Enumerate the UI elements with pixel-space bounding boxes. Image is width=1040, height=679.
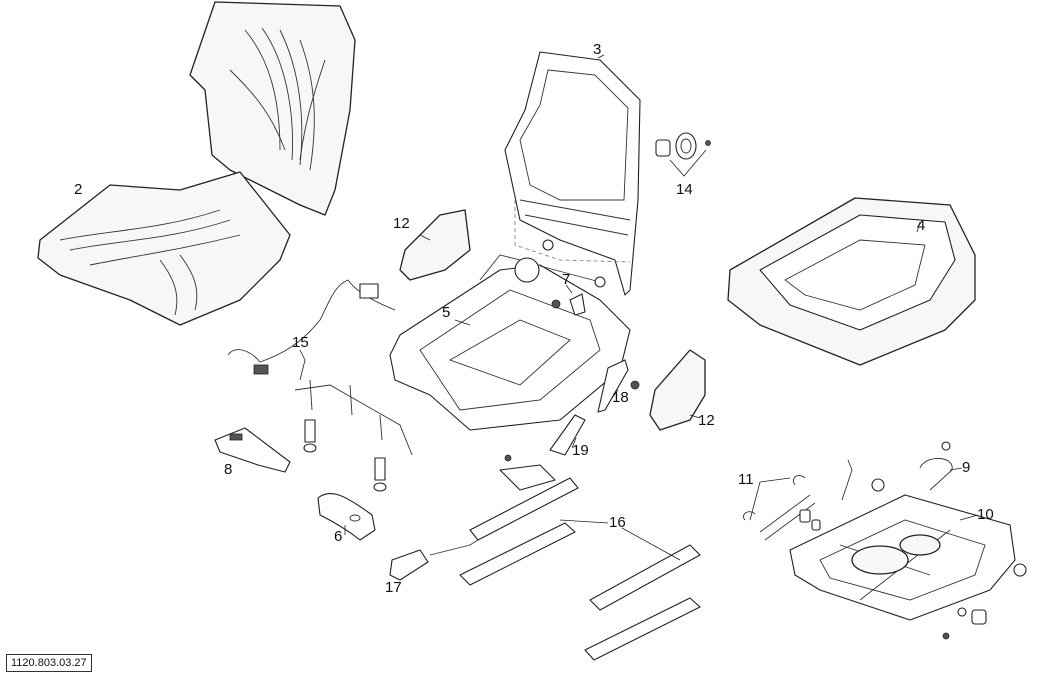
suspension-base[interactable] bbox=[789, 494, 1027, 640]
trim-piece[interactable] bbox=[549, 414, 586, 456]
end-cap[interactable] bbox=[389, 549, 429, 581]
slide-rail-left[interactable] bbox=[429, 454, 579, 586]
bolt-set[interactable] bbox=[514, 239, 606, 316]
callout-18: 18 bbox=[612, 389, 629, 406]
callout-19: 19 bbox=[572, 442, 589, 459]
linkage-rod[interactable] bbox=[294, 379, 413, 492]
drawing-reference-number: 1120.803.03.27 bbox=[6, 654, 92, 672]
seat-frame[interactable] bbox=[389, 254, 631, 431]
callout-12-upper: 12 bbox=[393, 215, 410, 232]
backrest-cushion[interactable] bbox=[189, 1, 356, 216]
backrest-frame[interactable] bbox=[504, 51, 641, 296]
lever-block[interactable] bbox=[214, 427, 291, 473]
handle[interactable] bbox=[317, 492, 376, 541]
callout-17: 17 bbox=[385, 579, 402, 596]
callout-6: 6 bbox=[334, 528, 343, 545]
callout-15: 15 bbox=[292, 334, 309, 351]
release-lever[interactable] bbox=[597, 359, 640, 413]
callout-8: 8 bbox=[224, 461, 233, 478]
callout-14: 14 bbox=[676, 181, 693, 198]
callout-2: 2 bbox=[74, 181, 83, 198]
seat-pan[interactable] bbox=[727, 197, 976, 366]
adjust-knob-set[interactable] bbox=[655, 132, 711, 160]
wire-harness[interactable] bbox=[227, 279, 396, 375]
slide-rail-right[interactable] bbox=[584, 544, 701, 661]
side-cover-upper[interactable] bbox=[399, 209, 471, 281]
callout-11: 11 bbox=[738, 471, 754, 488]
link-kit[interactable] bbox=[743, 475, 821, 541]
hook-bracket[interactable] bbox=[841, 441, 953, 501]
callout-9: 9 bbox=[962, 459, 971, 476]
callout-16: 16 bbox=[609, 514, 626, 531]
side-cover-lower[interactable] bbox=[649, 349, 706, 431]
callout-3: 3 bbox=[593, 41, 602, 58]
callout-10: 10 bbox=[977, 506, 994, 523]
callout-7: 7 bbox=[562, 271, 571, 288]
callout-12-lower: 12 bbox=[698, 412, 715, 429]
leader-lines bbox=[299, 54, 979, 561]
seat-cushion[interactable] bbox=[37, 171, 291, 326]
callout-5: 5 bbox=[442, 304, 451, 321]
callout-4: 4 bbox=[917, 217, 926, 234]
